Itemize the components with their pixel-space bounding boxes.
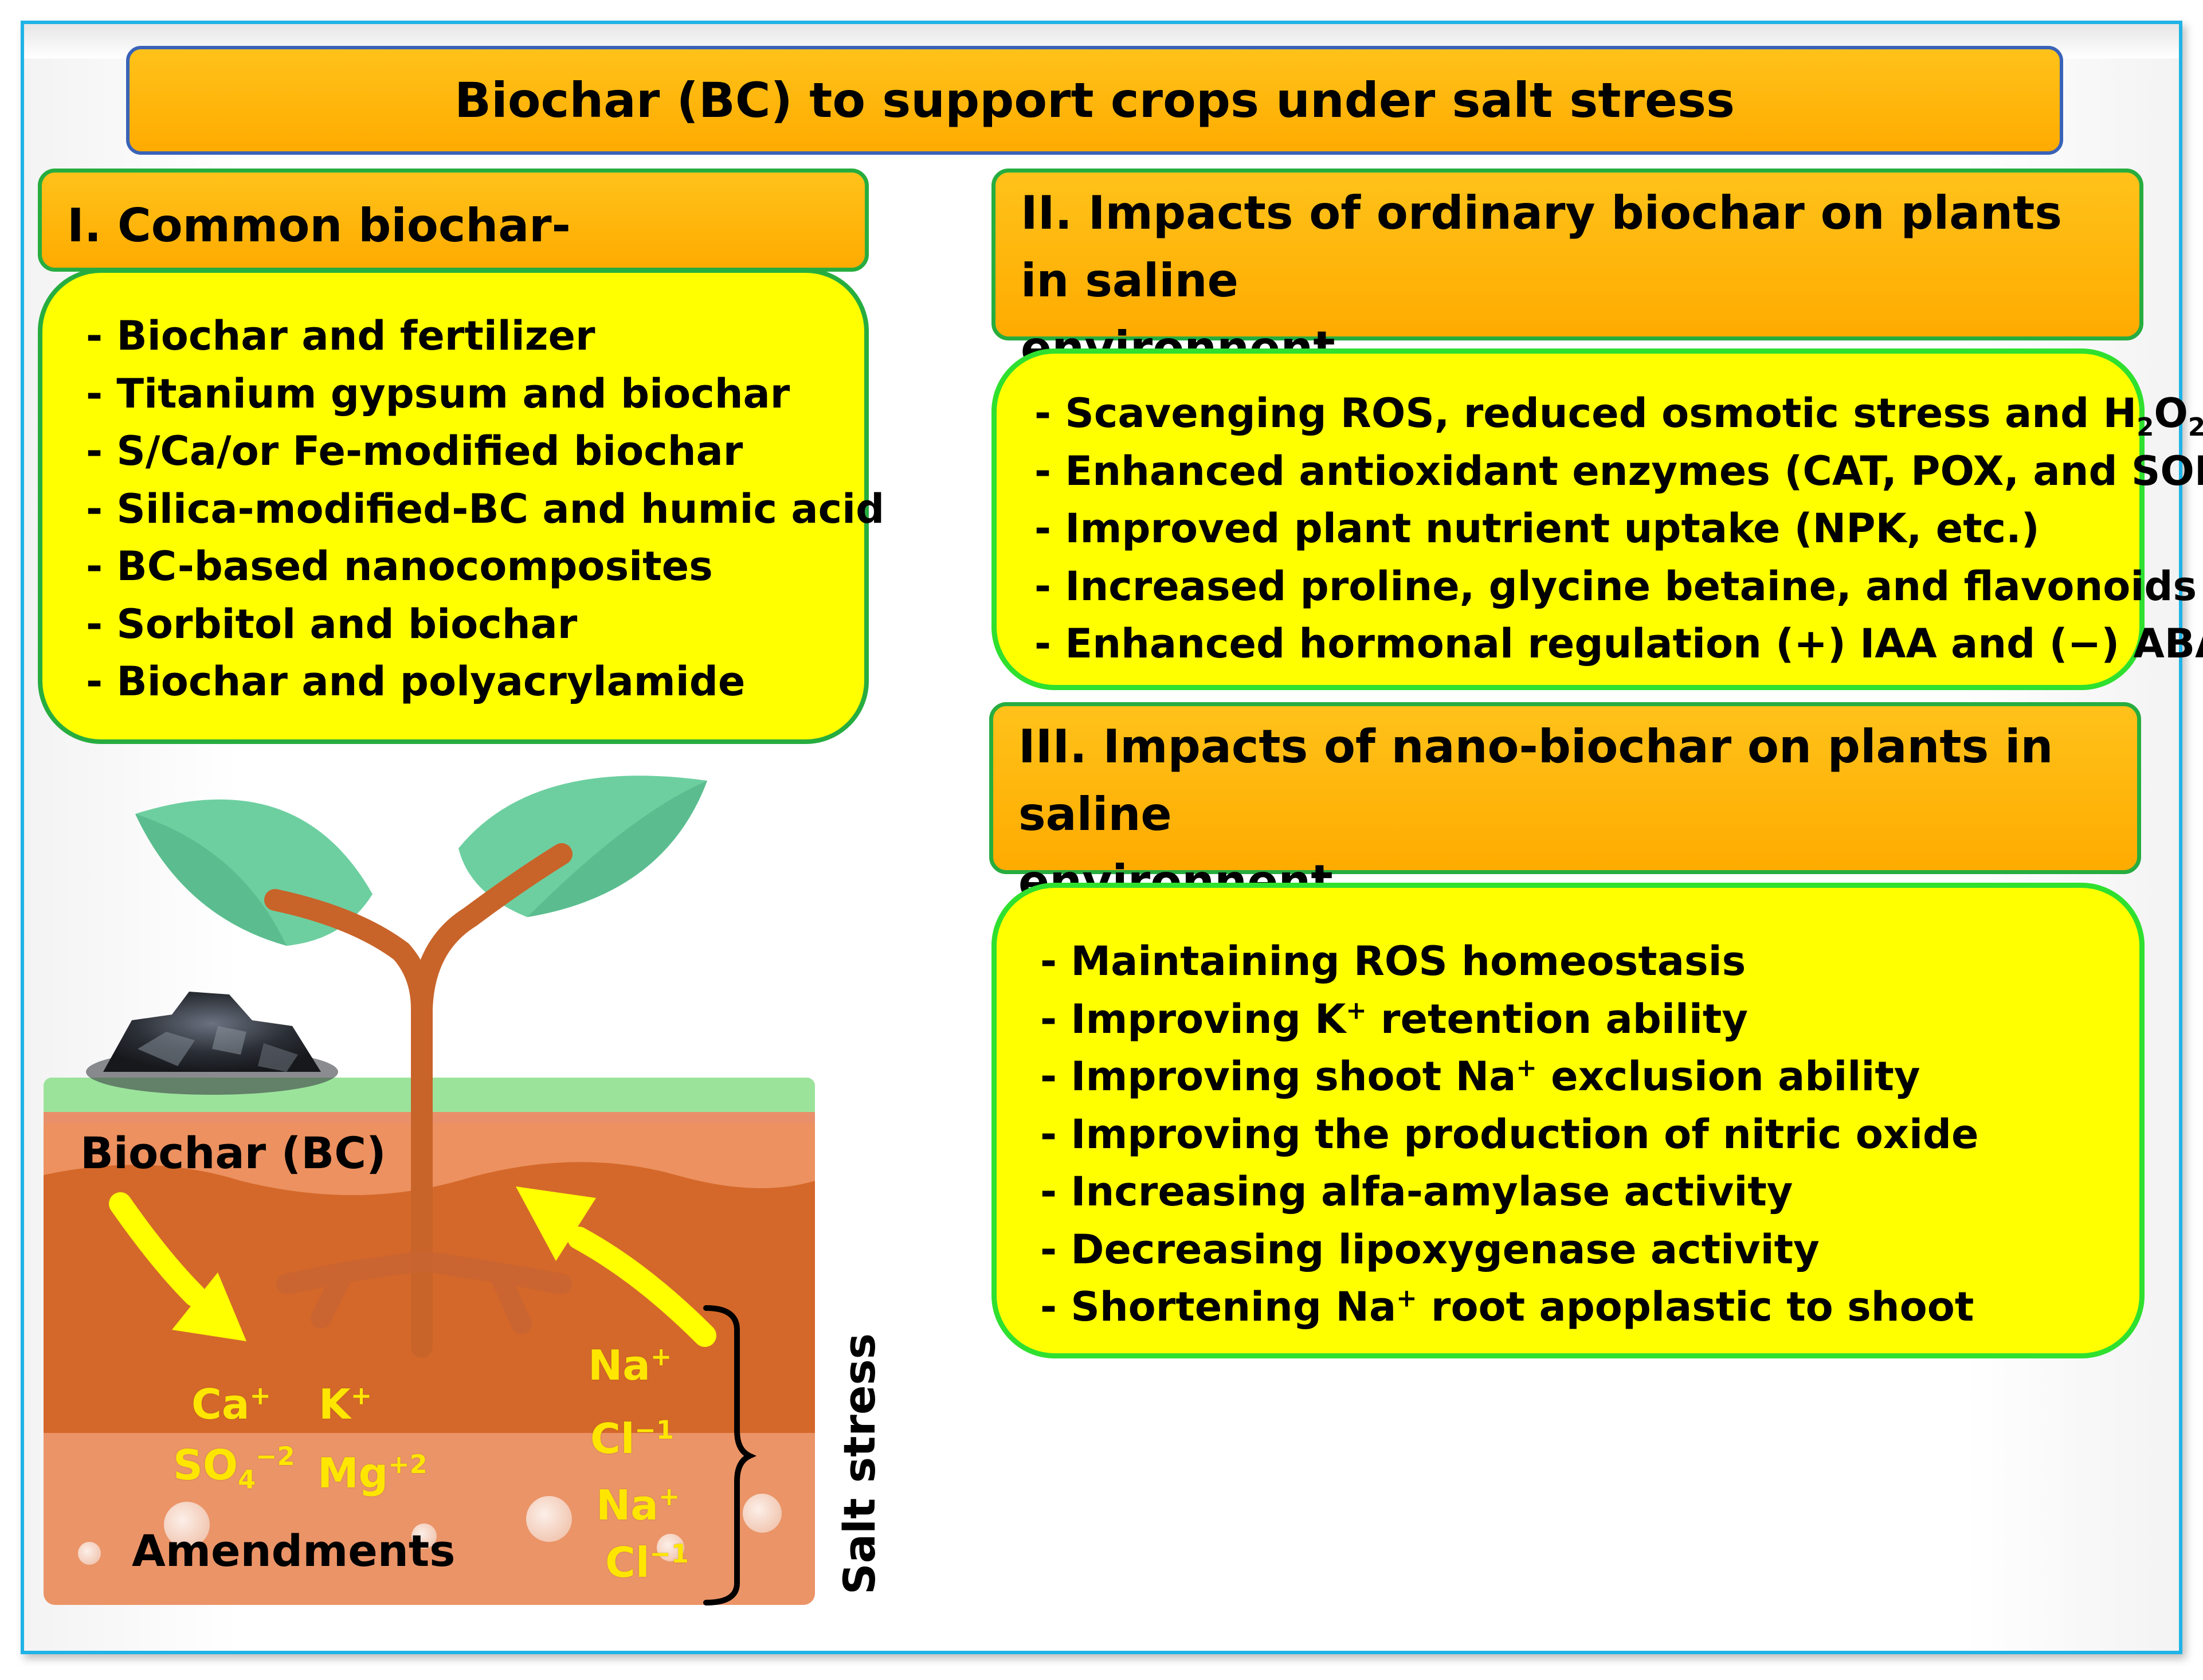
list-item: - Biochar and polyacrylamide [86, 658, 746, 705]
pebble [411, 1524, 437, 1549]
list-item: - Scavenging ROS, reduced osmotic stress… [1034, 385, 2203, 442]
list-item: - Increasing alfa-amylase activity [1040, 1168, 1793, 1215]
roots [276, 1251, 572, 1334]
section2-list: - Scavenging ROS, reduced osmotic stress… [1034, 385, 2203, 673]
ion-symbol: K [319, 1380, 351, 1428]
item-text: - Improving K [1040, 995, 1346, 1043]
ion-chloride: Cl−1 [590, 1415, 674, 1459]
list-item: - Improving shoot Na+ exclusion ability [1040, 1048, 2139, 1106]
ion-sulfate: SO4−2 [173, 1441, 295, 1493]
section1-list-box: - Biochar and fertilizer - Titanium gyps… [38, 268, 885, 744]
ion-sodium: Na+ [596, 1482, 680, 1526]
item-text: - Shortening Na [1040, 1283, 1397, 1330]
list-item: - Maintaining ROS homeostasis [1040, 938, 1746, 985]
pebble [526, 1496, 572, 1542]
list-item: - Silica-modified-BC and humic acid [86, 485, 885, 532]
curly-brace-icon [703, 1305, 757, 1605]
item-text: root apoplastic to shoot [1417, 1283, 1974, 1330]
list-item: - Increased proline, glycine betaine, an… [1034, 562, 2197, 610]
item-text: retention ability [1366, 995, 1748, 1043]
list-item: - Biochar and fertilizer [86, 312, 595, 359]
list-item: - Sorbitol and biochar [86, 600, 578, 648]
title-banner: Biochar (BC) to support crops under salt… [126, 46, 2063, 155]
section3-list: - Maintaining ROS homeostasis - Improvin… [1040, 933, 2139, 1336]
superscript: + [1516, 1054, 1537, 1083]
ion-symbol: SO [173, 1441, 238, 1489]
salt-stress-label: Salt stress [834, 1333, 885, 1595]
pebble [164, 1502, 210, 1548]
ion-symbol: Na [596, 1481, 658, 1529]
list-item: - Improving K+ retention ability [1040, 990, 2139, 1048]
section2-heading-line1: II. Impacts of ordinary biochar on plant… [1021, 186, 2062, 307]
item-text: - Improving shoot Na [1040, 1053, 1516, 1100]
ion-charge: + [658, 1482, 680, 1511]
ion-chloride: Cl−1 [605, 1539, 689, 1583]
list-item: - S/Ca/or Fe-modified biochar [86, 428, 743, 475]
ion-symbol: Cl [605, 1538, 650, 1587]
section3-list-box: - Maintaining ROS homeostasis - Improvin… [991, 883, 2145, 1358]
ion-charge: + [249, 1381, 271, 1411]
ion-symbol: Ca [191, 1380, 250, 1428]
ion-symbol: Na [588, 1341, 650, 1389]
ion-symbol: Mg [317, 1449, 389, 1497]
list-item: - Shortening Na+ root apoplastic to shoo… [1040, 1278, 2139, 1336]
list-item: - Enhanced hormonal regulation (+) IAA a… [1034, 620, 2203, 667]
pebble [743, 1494, 782, 1533]
ion-sodium: Na+ [588, 1342, 672, 1386]
ion-subscript: 4 [238, 1464, 256, 1495]
amendments-label: Amendments [132, 1525, 456, 1576]
ion-charge: + [350, 1381, 373, 1411]
ion-potassium: K+ [319, 1381, 373, 1425]
list-item: - Titanium gypsum and biochar [86, 370, 790, 417]
item-text: O [2154, 390, 2188, 437]
list-item: - Improving the production of nitric oxi… [1040, 1110, 1979, 1158]
section2-heading-box: II. Impacts of ordinary biochar on plant… [991, 169, 2143, 375]
list-item: - Improved plant nutrient uptake (NPK, e… [1034, 505, 2040, 552]
right-leaf-shade [527, 781, 707, 917]
biochar-label: Biochar (BC) [80, 1127, 386, 1178]
superscript: + [1396, 1284, 1417, 1313]
pebble [657, 1534, 684, 1561]
ion-charge: + [650, 1342, 672, 1372]
superscript: + [1346, 996, 1367, 1025]
section2-list-box: - Scavenging ROS, reduced osmotic stress… [991, 348, 2203, 690]
subscript: 2 [2137, 413, 2154, 442]
ion-charge: −2 [256, 1442, 295, 1471]
ion-charge: −1 [634, 1415, 674, 1445]
arrow-down-icon [109, 1192, 246, 1341]
subscript: 2 [2188, 413, 2203, 442]
section3-heading-line1: III. Impacts of nano-biochar on plants i… [1018, 720, 2053, 841]
page-title: Biochar (BC) to support crops under salt… [454, 72, 1735, 128]
list-item: - Enhanced antioxidant enzymes (CAT, POX… [1034, 447, 2203, 495]
ion-calcium: Ca+ [191, 1381, 271, 1425]
ion-charge: −1 [649, 1539, 689, 1569]
left-leaf-shade [135, 814, 287, 946]
list-item: - BC-based nanocomposites [86, 543, 713, 590]
stem-branch [411, 843, 573, 1020]
arrow-up-icon [516, 1186, 716, 1347]
ion-magnesium: Mg+2 [317, 1452, 428, 1494]
pebble [78, 1542, 101, 1565]
item-text: - Scavenging ROS, reduced osmotic stress… [1034, 390, 2137, 437]
ion-symbol: Cl [590, 1415, 635, 1463]
ion-charge: +2 [388, 1450, 428, 1479]
plant-icon [135, 776, 707, 1358]
item-text: exclusion ability [1536, 1053, 1920, 1100]
biochar-pile-icon [86, 992, 338, 1095]
list-item: - Decreasing lipoxygenase activity [1040, 1225, 1820, 1273]
section1-list: - Biochar and fertilizer - Titanium gyps… [86, 307, 885, 711]
